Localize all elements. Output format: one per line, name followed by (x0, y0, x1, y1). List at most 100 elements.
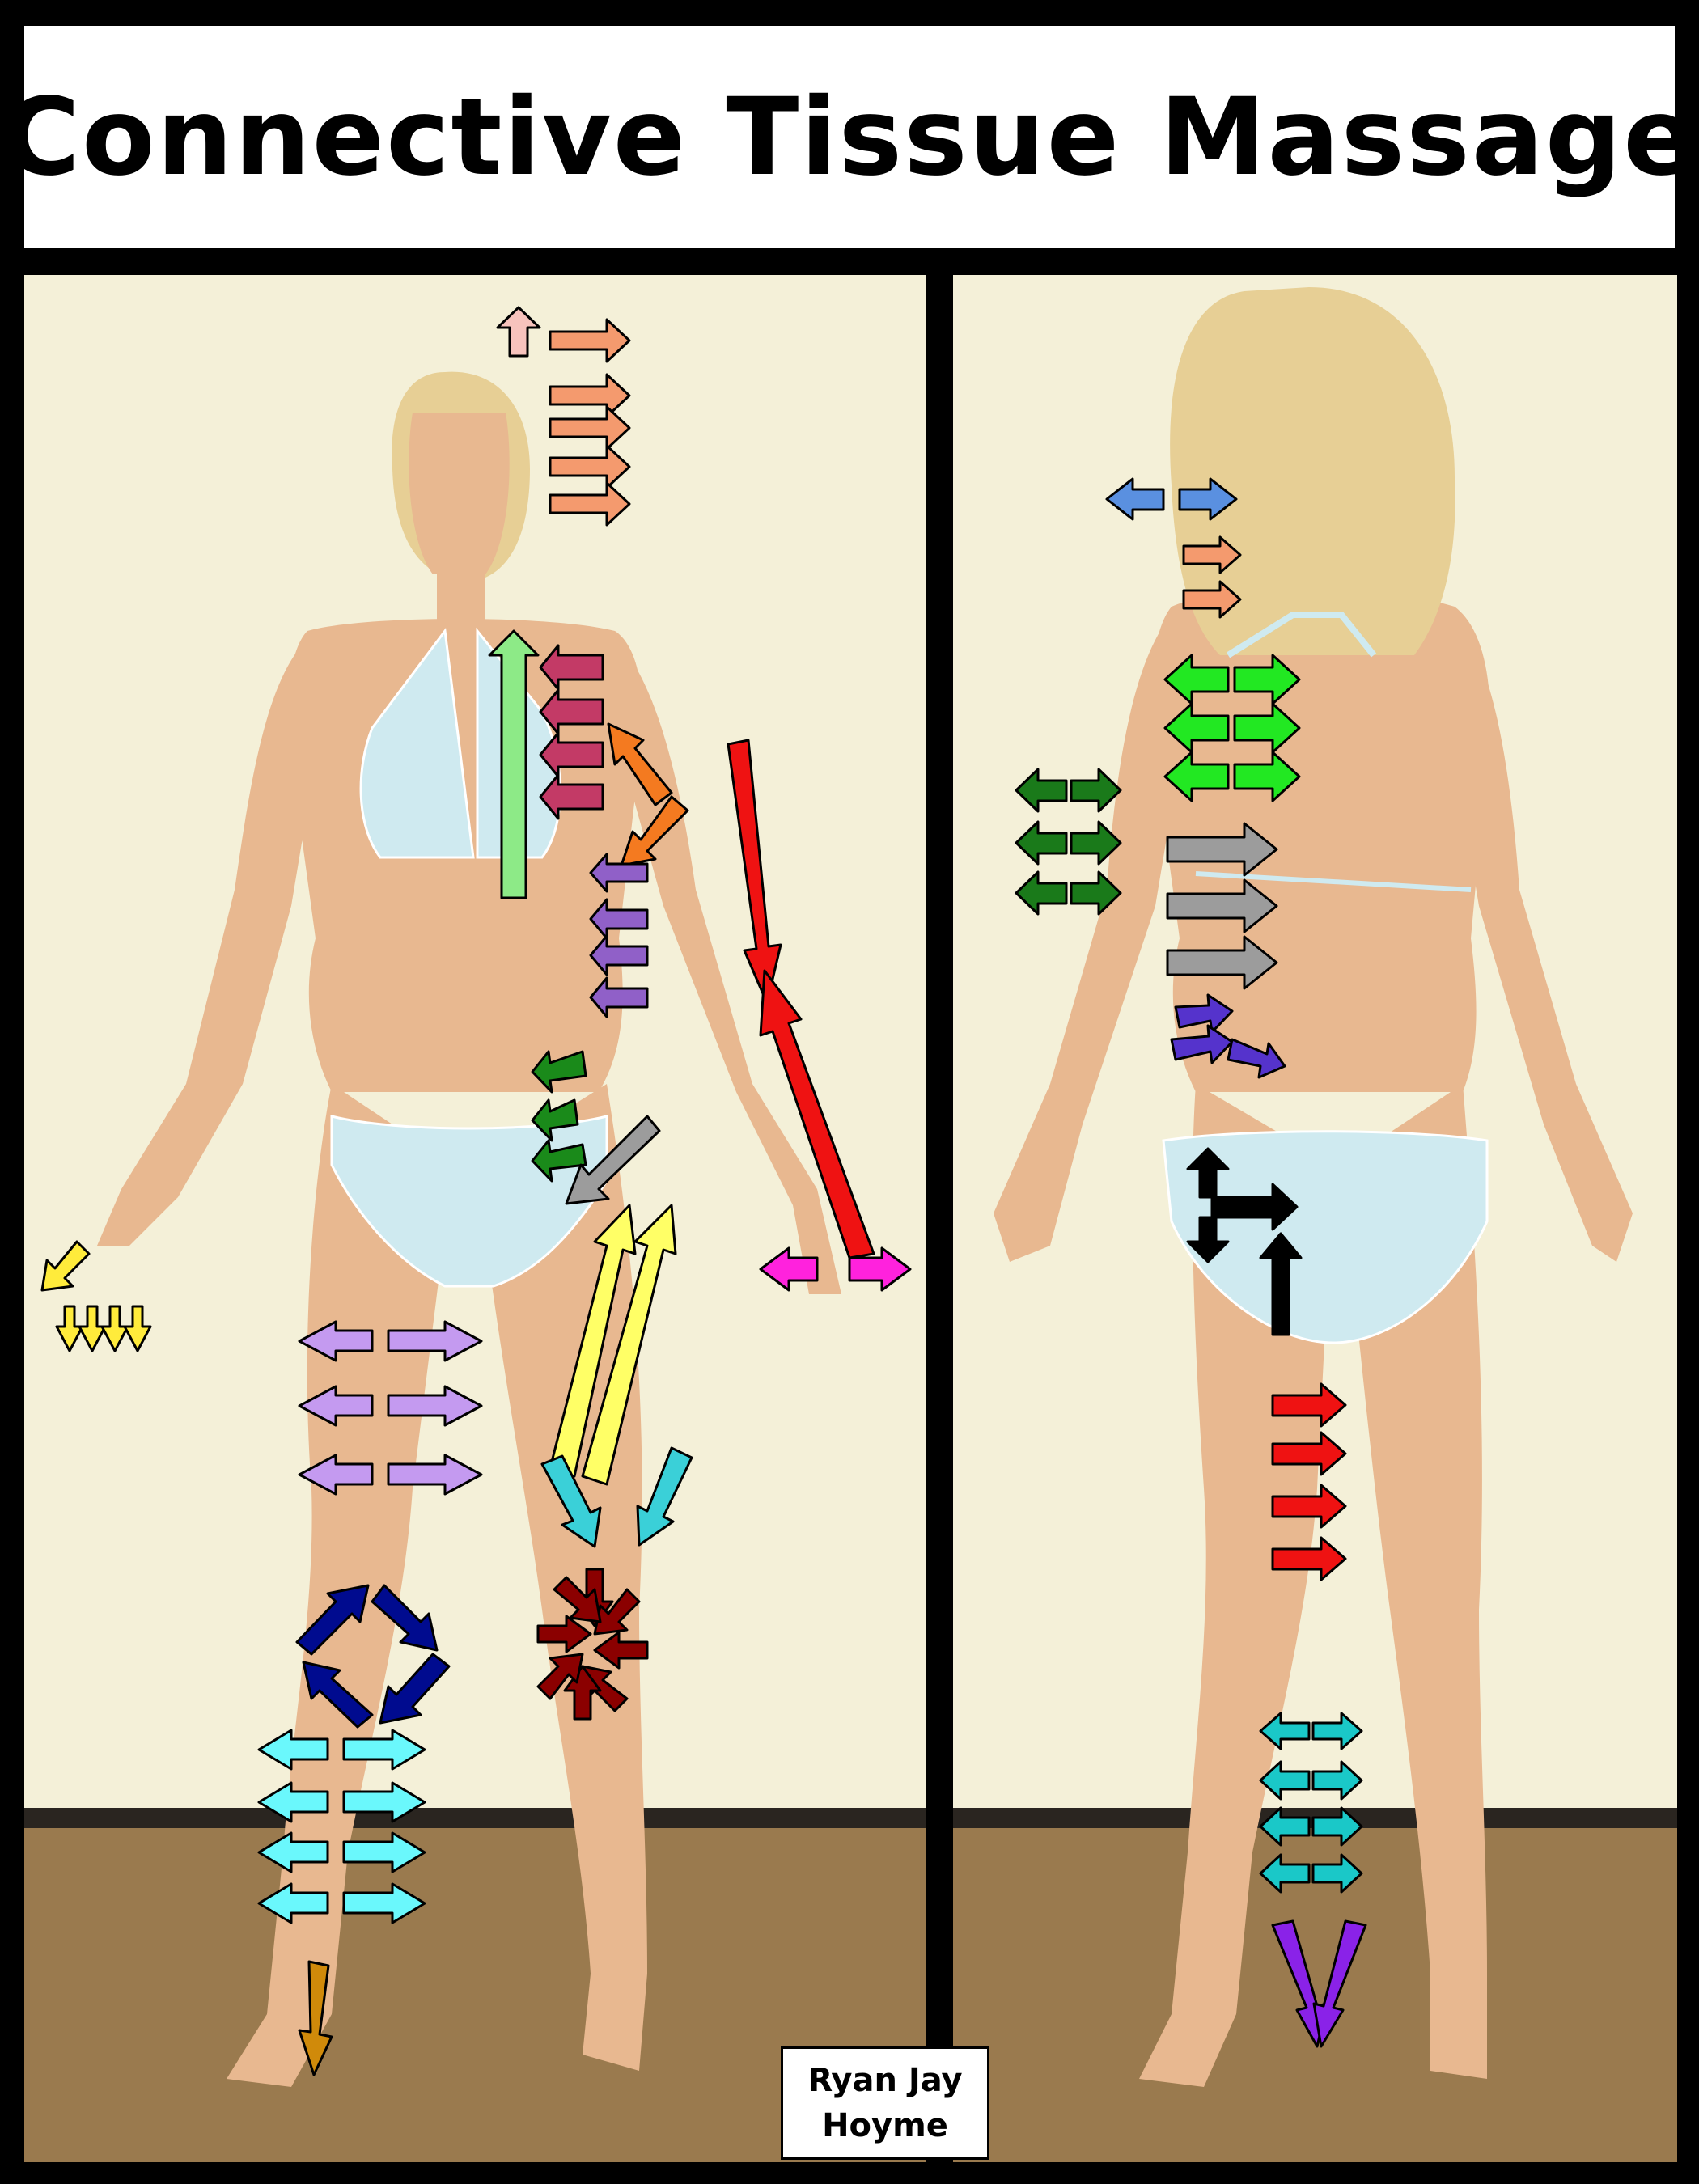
thigh-right-arrow-1 (387, 1320, 483, 1362)
upper-arm-down-arrow (727, 739, 782, 1005)
mid-back-right-arrow-1 (1166, 822, 1278, 877)
author-credit: Ryan Jay Hoyme (781, 2046, 989, 2160)
front-view-figure (24, 275, 926, 2162)
scapula-left-arrow-3 (1163, 751, 1230, 802)
lateral-rib-left-arrow-2 (589, 898, 649, 940)
wrist-right-arrow (848, 1246, 912, 1292)
hand-diagonal-arrow (40, 1240, 91, 1292)
gluteal-fork-arrow-up (1186, 1147, 1230, 1199)
scapula-right-arrow-2 (1233, 702, 1301, 754)
upper-back-right-arrow-2 (1182, 580, 1242, 619)
upper-arm-left-arrow-2 (1015, 820, 1068, 866)
chest-left-arrow-4 (539, 773, 604, 820)
shin-left-arrow-1 (257, 1729, 329, 1771)
lateral-rib-left-arrow-3 (589, 934, 649, 976)
calf-right-arrow-3 (1311, 1806, 1363, 1847)
upper-arm-right-arrow-2 (1070, 820, 1122, 866)
finger-down-arrow-3 (100, 1305, 129, 1352)
shin-left-arrow-3 (257, 1831, 329, 1873)
mid-back-right-arrow-3 (1166, 935, 1278, 990)
lateral-rib-left-arrow-1 (589, 853, 649, 893)
upper-back-right-arrow-1 (1182, 535, 1242, 574)
calf-right-arrow-4 (1311, 1853, 1363, 1894)
shin-left-arrow-2 (257, 1781, 329, 1823)
patella-arrow-2 (593, 1588, 641, 1636)
face-right-arrow-2 (549, 373, 631, 418)
face-right-arrow-4 (549, 444, 631, 489)
thigh-left-arrow-2 (298, 1385, 374, 1427)
knee-circle-arrow-se (379, 1653, 451, 1725)
finger-down-arrow-4 (123, 1305, 152, 1352)
upper-arm-right-arrow-3 (1070, 870, 1122, 916)
gluteal-up-arrow (1259, 1232, 1303, 1336)
calf-left-arrow-2 (1259, 1760, 1311, 1801)
title-banner: Connective Tissue Massage (2, 26, 1696, 248)
upper-arm-left-arrow-3 (1015, 870, 1068, 916)
upper-arm-right-arrow-1 (1070, 768, 1122, 813)
knee-diagonal-arrow-left (540, 1454, 602, 1548)
breast-diagonal-arrow-down (620, 795, 689, 867)
forehead-up-arrow (496, 306, 541, 358)
sternum-up-arrow (488, 629, 540, 899)
thigh-left-arrow-1 (298, 1320, 374, 1362)
face-right-arrow-1 (549, 318, 631, 363)
knee-circle-arrow-ne (371, 1584, 439, 1652)
neck-left-arrow (1105, 477, 1165, 521)
low-back-arrow-2 (1170, 1024, 1234, 1064)
ankle-down-arrow (298, 1960, 333, 2076)
mid-back-right-arrow-2 (1166, 878, 1278, 933)
calf-left-arrow-3 (1259, 1806, 1311, 1847)
back-view-figure (953, 275, 1677, 2162)
chest-left-arrow-1 (539, 644, 604, 691)
finger-down-arrow-2 (78, 1305, 107, 1352)
gluteal-fork-arrow-down (1186, 1216, 1230, 1263)
shin-right-arrow-1 (342, 1729, 426, 1771)
hamstring-right-arrow-3 (1271, 1484, 1347, 1529)
upper-arm-left-arrow-1 (1015, 768, 1068, 813)
scapula-left-arrow-2 (1163, 702, 1230, 754)
credit-line-2: Hoyme (822, 2107, 948, 2144)
patella-arrow-8 (553, 1576, 602, 1623)
shin-right-arrow-2 (342, 1781, 426, 1823)
shin-left-arrow-4 (257, 1882, 329, 1924)
page-title: Connective Tissue Massage (2, 74, 1697, 200)
neck-right-arrow (1178, 477, 1238, 521)
calf-right-arrow-1 (1311, 1712, 1363, 1750)
hamstring-right-arrow-1 (1271, 1382, 1347, 1428)
achilles-arrow-right (1312, 1919, 1367, 2048)
face-right-arrow-3 (549, 405, 631, 451)
scapula-left-arrow-1 (1163, 654, 1230, 705)
thigh-up-arrow-2 (581, 1204, 677, 1486)
floor (24, 1828, 926, 2162)
hamstring-right-arrow-4 (1271, 1536, 1347, 1581)
face-right-arrow-5 (549, 481, 631, 527)
forearm-up-arrow (759, 969, 875, 1259)
thigh-right-arrow-3 (387, 1454, 483, 1496)
low-back-arrow-1 (1174, 993, 1234, 1034)
back-swimsuit (1162, 612, 1489, 1344)
calf-left-arrow-1 (1259, 1712, 1311, 1750)
front-swimsuit (330, 627, 608, 1288)
shin-right-arrow-3 (342, 1831, 426, 1873)
gluteal-right-arrow (1210, 1183, 1299, 1231)
patella-starburst (536, 1568, 649, 1721)
thigh-right-arrow-2 (387, 1385, 483, 1427)
knee-circle-arrow-sw (302, 1661, 374, 1729)
shin-right-arrow-4 (342, 1882, 426, 1924)
scapula-right-arrow-3 (1233, 751, 1301, 802)
patella-arrow-7 (536, 1615, 592, 1653)
chest-left-arrow-3 (539, 731, 604, 778)
breast-diagonal-arrow-up (607, 722, 673, 806)
chest-left-arrow-2 (539, 688, 604, 735)
abdomen-left-arrow-2 (531, 1098, 579, 1142)
calf-left-arrow-4 (1259, 1853, 1311, 1894)
front-view-panel (24, 275, 926, 2162)
lateral-rib-left-arrow-4 (589, 976, 649, 1018)
patella-arrow-6 (536, 1653, 584, 1700)
thigh-left-arrow-3 (298, 1454, 374, 1496)
abdomen-left-arrow-1 (531, 1050, 587, 1094)
calf-right-arrow-2 (1311, 1760, 1363, 1801)
thigh-up-arrow-1 (549, 1204, 637, 1478)
wrist-left-arrow (759, 1246, 819, 1292)
hamstring-right-arrow-2 (1271, 1431, 1347, 1476)
